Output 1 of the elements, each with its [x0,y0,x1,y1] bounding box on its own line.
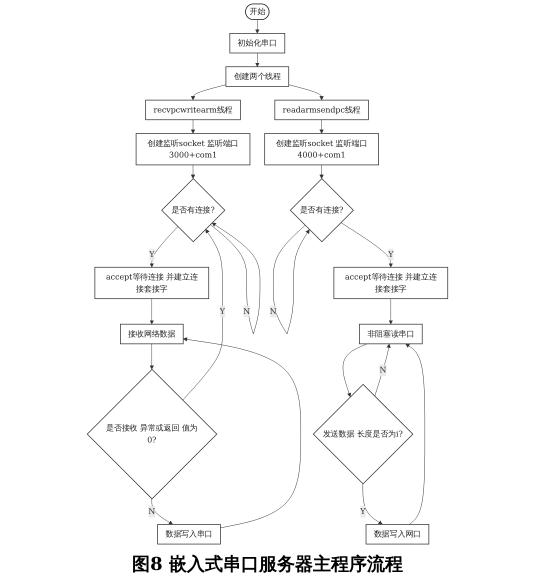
figure-caption: 图8 嵌入式串口服务器主程序流程 [131,553,404,576]
